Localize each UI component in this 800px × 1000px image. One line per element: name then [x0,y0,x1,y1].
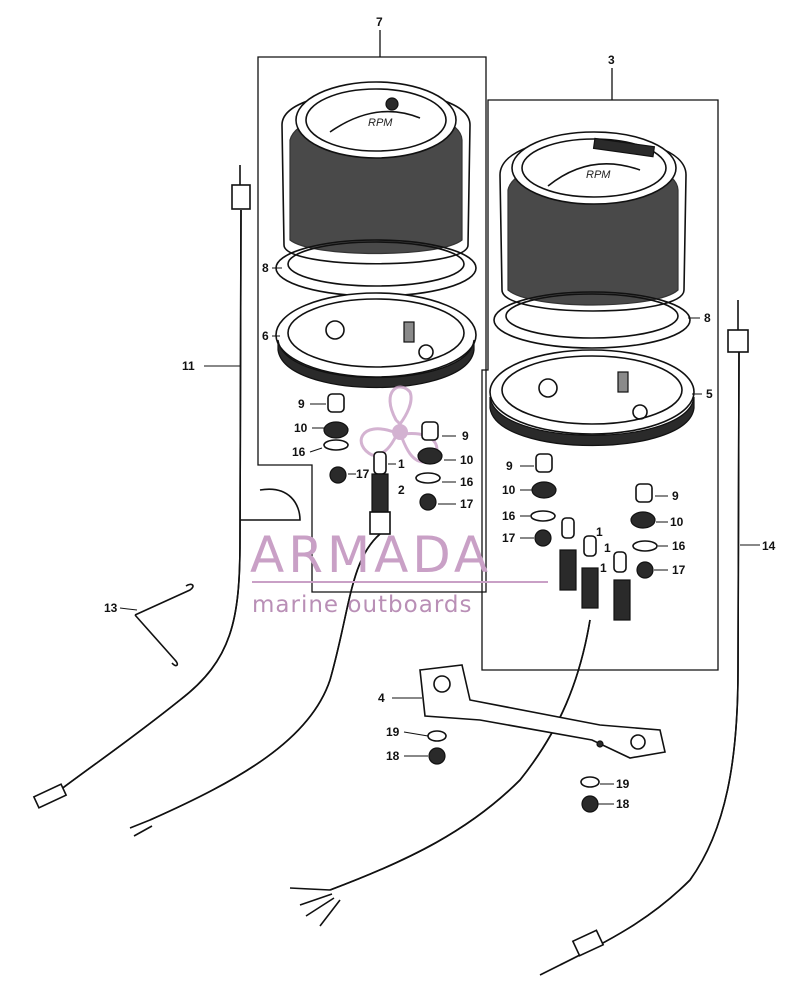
watermark: ARMADA marine outboards [250,526,548,618]
leader-lines [119,267,760,805]
callout-10-d: 10 [670,515,684,529]
mounting-bracket-4 [419,664,666,813]
tach-cable-14 [539,300,749,976]
callout-14: 14 [762,539,776,553]
callout-1-a: 1 [398,457,405,471]
callout-8-right: 8 [704,311,711,325]
left-wiring-harness [129,533,381,837]
callout-17-a: 17 [356,467,370,481]
left-bulb-caps [323,393,443,535]
callout-11: 11 [182,359,195,373]
callout-16-c: 16 [502,509,516,523]
callout-18-a: 18 [386,749,400,763]
callout-17-b: 17 [460,497,474,511]
wire-clip-13 [134,583,194,667]
speedo-cable-11 [32,165,301,809]
callout-10-b: 10 [460,453,474,467]
callout-6: 6 [262,329,269,343]
assembly-box-7 [257,30,487,593]
callout-3: 3 [608,53,615,67]
callout-9-c: 9 [506,459,513,473]
callout-9-a: 9 [298,397,305,411]
callout-8-left: 8 [262,261,269,275]
watermark-tagline: marine outboards [252,592,472,618]
callout-5: 5 [706,387,713,401]
callout-1-c: 1 [604,541,611,555]
callout-9-d: 9 [672,489,679,503]
right-dial-label: RPM [586,169,611,181]
callout-19-a: 19 [386,725,400,739]
left-meter-case [275,292,477,388]
callout-9-b: 9 [462,429,469,443]
callout-17-d: 17 [672,563,686,577]
right-gasket-ring [493,291,691,349]
right-wiring-harness [289,619,591,927]
callout-4: 4 [378,691,385,705]
callout-10-c: 10 [502,483,516,497]
right-meter-case [489,349,695,447]
callout-7: 7 [376,15,383,29]
callout-2: 2 [398,483,405,497]
callout-labels: 7 3 8 8 6 5 11 14 13 4 9 10 16 17 1 2 9 … [104,15,776,811]
callout-16-d: 16 [672,539,686,553]
left-meter-housing: RPM [281,81,471,265]
callout-19-b: 19 [616,777,630,791]
assembly-box-3 [481,68,719,671]
callout-13: 13 [104,601,118,615]
right-meter-housing: RPM [499,131,687,312]
callout-18-b: 18 [616,797,630,811]
right-bulb-caps [530,453,658,621]
callout-10-a: 10 [294,421,308,435]
watermark-brand: ARMADA [250,526,492,584]
callout-17-c: 17 [502,531,516,545]
callout-16-b: 16 [460,475,474,489]
left-dial-label: RPM [368,117,393,129]
callout-1-d: 1 [600,561,607,575]
callout-1-b: 1 [596,525,603,539]
callout-16-a: 16 [292,445,306,459]
